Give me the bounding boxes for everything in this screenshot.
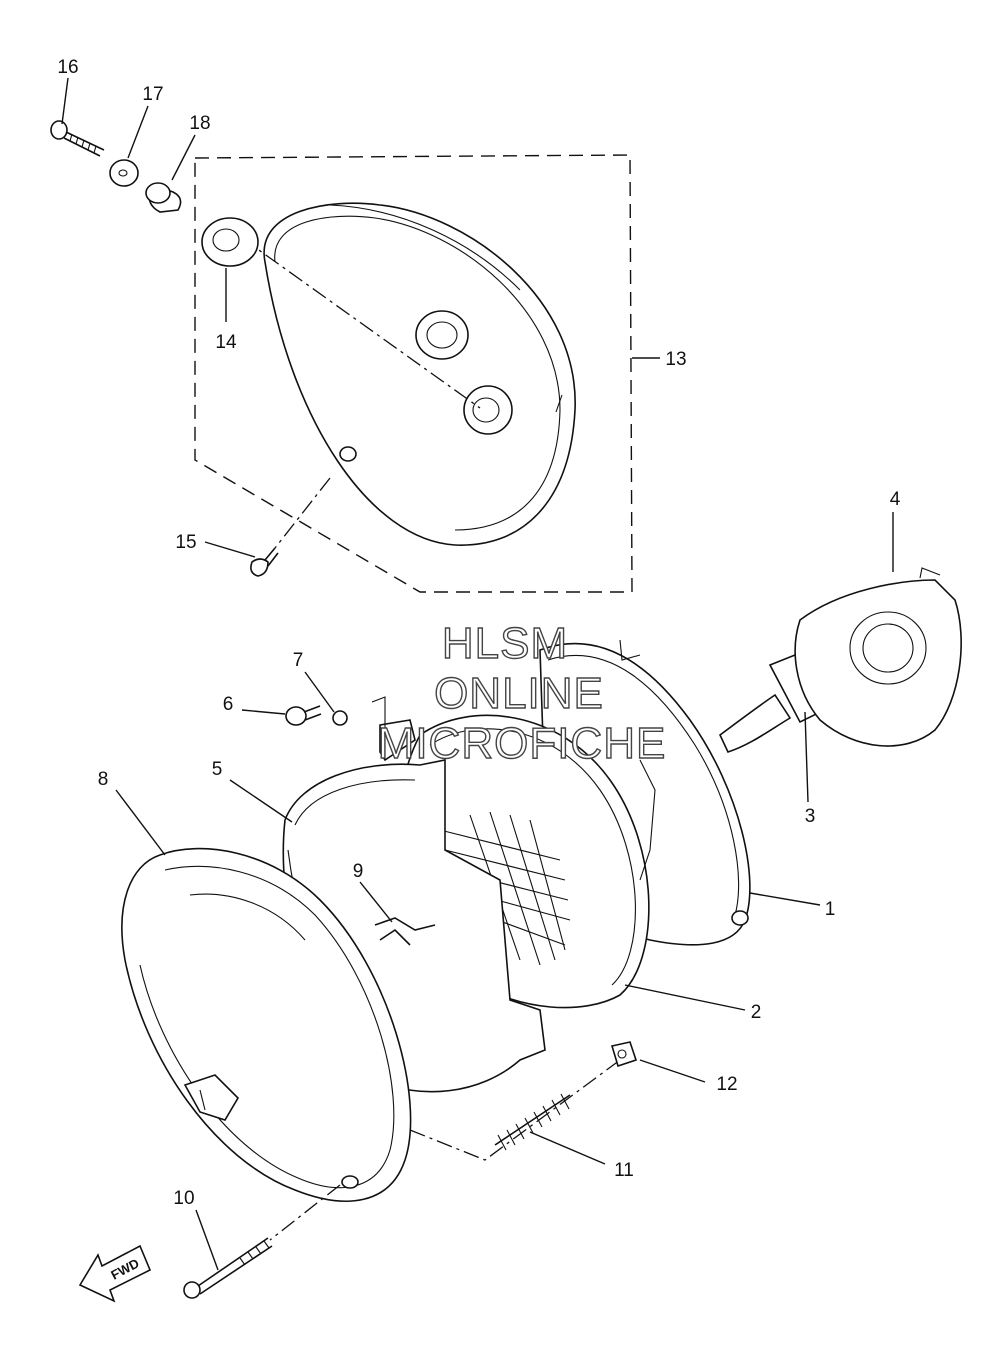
nut-12 bbox=[610, 1041, 638, 1068]
callout-15: 15 bbox=[175, 532, 196, 553]
callout-17: 17 bbox=[142, 84, 163, 105]
grommet-14 bbox=[201, 217, 259, 267]
callout-13: 13 bbox=[665, 349, 686, 370]
spring-11 bbox=[494, 1093, 571, 1151]
assembly-13-dashed-border bbox=[194, 154, 633, 593]
callout-8: 8 bbox=[98, 769, 109, 790]
fwd-arrow-icon: FWD bbox=[78, 1244, 152, 1303]
callout-4: 4 bbox=[890, 489, 901, 510]
callout-labels: 16 17 18 14 13 15 4 3 1 2 12 11 10 8 5 6… bbox=[57, 57, 900, 1209]
callout-6: 6 bbox=[223, 694, 234, 715]
screw-15-guide-line bbox=[274, 477, 331, 549]
collar-18 bbox=[145, 182, 182, 213]
callout-11: 11 bbox=[614, 1160, 634, 1181]
washer-7 bbox=[332, 710, 348, 726]
callout-2: 2 bbox=[751, 1002, 762, 1023]
screw-15 bbox=[250, 547, 279, 577]
headlight-housing-shell bbox=[263, 202, 576, 546]
headlight-bezel-8 bbox=[121, 847, 412, 1202]
hook-9 bbox=[374, 917, 436, 946]
watermark-line-2: ONLINE bbox=[434, 669, 604, 718]
spring-guide-line bbox=[409, 1059, 621, 1161]
screw-10-guide-line bbox=[269, 1184, 341, 1241]
callout-7: 7 bbox=[293, 650, 304, 671]
bolt-16 bbox=[50, 120, 105, 157]
watermark: HLSM ONLINE MICROFICHE bbox=[377, 618, 667, 768]
callout-5: 5 bbox=[212, 759, 223, 780]
callout-10: 10 bbox=[173, 1188, 194, 1209]
callout-12: 12 bbox=[716, 1074, 737, 1095]
leader-lines bbox=[61, 77, 894, 1271]
callout-16: 16 bbox=[57, 57, 78, 78]
callout-9: 9 bbox=[353, 861, 364, 882]
washer-17 bbox=[109, 159, 139, 187]
callout-18: 18 bbox=[189, 113, 210, 134]
screw-10 bbox=[183, 1237, 273, 1299]
watermark-line-1: HLSM bbox=[442, 619, 568, 668]
callout-1: 1 bbox=[825, 899, 836, 920]
socket-cover-4 bbox=[794, 567, 962, 747]
assembly-guide-line bbox=[241, 237, 481, 409]
watermark-line-3: MICROFICHE bbox=[378, 719, 667, 768]
screw-6 bbox=[285, 705, 322, 726]
callout-3: 3 bbox=[805, 806, 816, 827]
callout-14: 14 bbox=[215, 332, 237, 353]
